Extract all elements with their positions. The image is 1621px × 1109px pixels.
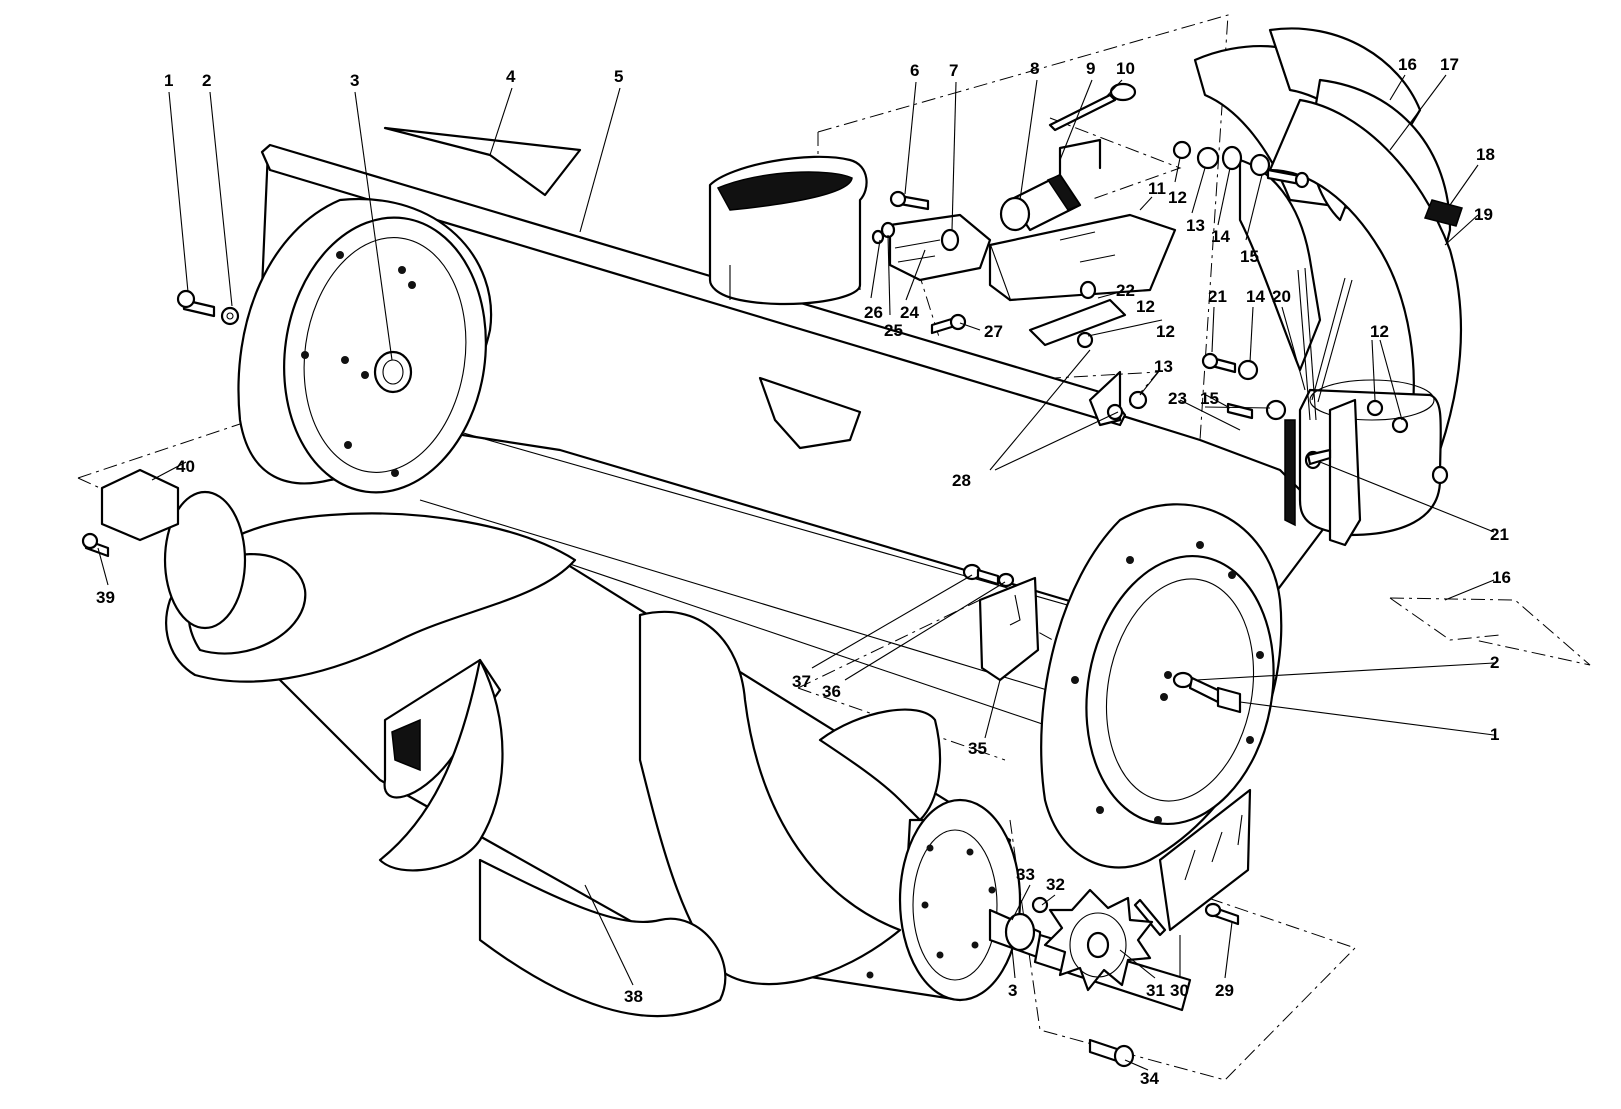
callout-label: 17	[1440, 55, 1459, 74]
crank-bracket-assembly	[871, 82, 1177, 421]
callout-label: 8	[1030, 59, 1039, 78]
callout-label: 13	[1186, 216, 1205, 235]
skid-hardware	[1031, 896, 1240, 926]
callout-label: 31	[1146, 981, 1165, 1000]
callout-label: 38	[624, 987, 643, 1006]
callout-label: 15	[1240, 247, 1259, 266]
callout-label: 2	[202, 71, 211, 90]
callout-label: 35	[968, 739, 987, 758]
callout-label: 27	[984, 322, 1003, 341]
callout-label: 16	[1492, 568, 1511, 587]
callout-label: 3	[1008, 981, 1017, 1000]
callout-label: 12	[1168, 188, 1187, 207]
deflector-plate	[383, 126, 582, 197]
leader-lines	[97, 74, 1495, 1071]
callout-label: 12	[1136, 297, 1155, 316]
discharge-chute	[1172, 27, 1463, 547]
callout-label: 1	[164, 71, 173, 90]
callout-label: 13	[1154, 357, 1173, 376]
left-side-plate	[237, 197, 493, 494]
callout-label: 40	[176, 457, 195, 476]
discharge-collar	[708, 155, 868, 306]
callout-label: 14	[1246, 287, 1265, 306]
callout-label: 21	[1208, 287, 1227, 306]
callout-label: 32	[1046, 875, 1065, 894]
callout-label: 36	[822, 682, 841, 701]
callout-label: 4	[506, 67, 516, 86]
callout-label: 5	[614, 67, 623, 86]
callout-label: 12	[1370, 322, 1389, 341]
callout-label: 23	[1168, 389, 1187, 408]
callout-label: 7	[949, 61, 958, 80]
callout-label: 19	[1474, 205, 1493, 224]
callout-label: 29	[1215, 981, 1234, 1000]
callout-label: 15	[1200, 389, 1219, 408]
callout-label: 2	[1490, 653, 1499, 672]
right-side-plate	[1040, 503, 1283, 937]
callout-label: 26	[864, 303, 883, 322]
callout-label: 3	[350, 71, 359, 90]
callout-label: 30	[1170, 981, 1189, 1000]
callout-label: 9	[1086, 59, 1095, 78]
callout-label: 12	[1156, 322, 1175, 341]
callout-label: 37	[792, 672, 811, 691]
callout-label: 16	[1398, 55, 1417, 74]
callout-label: 11	[1148, 179, 1166, 198]
auger-assembly	[100, 468, 1192, 1068]
callout-label: 20	[1272, 287, 1291, 306]
callout-label: 21	[1490, 525, 1509, 544]
callout-label: 10	[1116, 59, 1135, 78]
callout-label: 22	[1116, 281, 1135, 300]
callout-label: 18	[1476, 145, 1495, 164]
callout-label: 1	[1490, 725, 1499, 744]
callout-label: 39	[96, 588, 115, 607]
callout-label: 24	[900, 303, 919, 322]
side-plate-bracket	[962, 563, 1040, 682]
callout-label: 34	[1140, 1069, 1159, 1088]
callout-label: 33	[1016, 865, 1035, 884]
left-hardware	[81, 289, 240, 558]
callout-label: 14	[1211, 227, 1230, 246]
callout-label: 28	[952, 471, 971, 490]
callout-label: 6	[910, 61, 919, 80]
callout-label: 25	[884, 321, 903, 340]
